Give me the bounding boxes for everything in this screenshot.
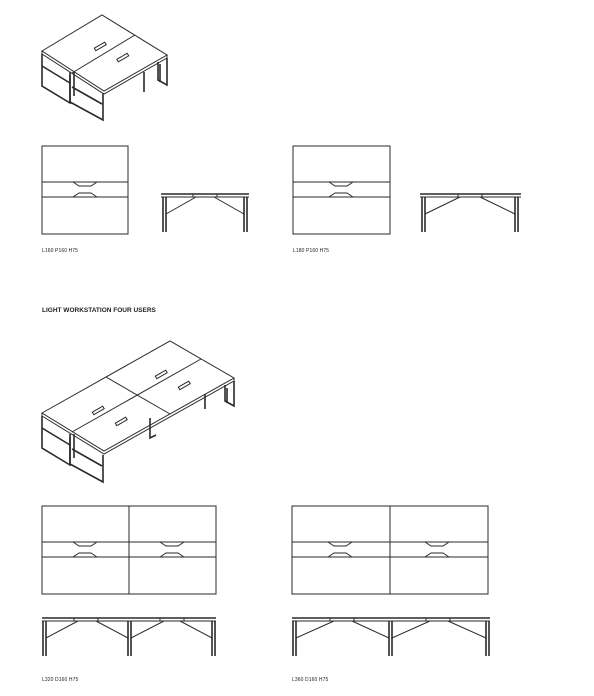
plan-c-caption: L320 D160 H75 — [42, 677, 79, 683]
plan-a-caption: L160 P160 H75 — [42, 248, 79, 254]
plan-b-caption: L180 P160 H75 — [293, 248, 330, 254]
section-heading: LIGHT WORKSTATION FOUR USERS — [42, 307, 156, 314]
plan-d-caption: L360 D160 H75 — [292, 677, 329, 683]
